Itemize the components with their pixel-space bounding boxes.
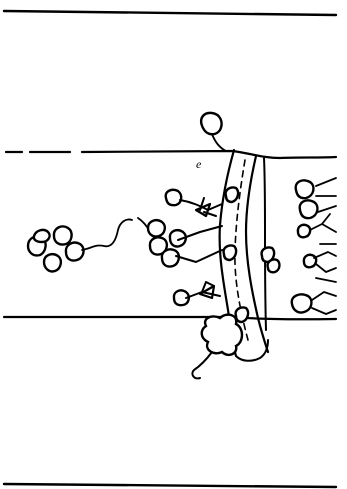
bottom-border-line xyxy=(4,484,336,487)
left-cell-cluster xyxy=(28,226,84,271)
connecting-fiber xyxy=(82,218,150,250)
right-cell-clusters xyxy=(292,180,318,312)
top-cell-stalk xyxy=(212,134,226,151)
upper-boundary-line xyxy=(6,151,336,158)
bottom-cell-mass xyxy=(202,315,242,355)
right-small-cell xyxy=(268,259,280,272)
tube-cell-middle xyxy=(224,245,236,260)
middle-cell-group xyxy=(148,190,189,305)
bottom-cell-tail xyxy=(192,352,212,378)
top-border-line xyxy=(4,11,336,15)
tube-cell-upper xyxy=(226,187,238,202)
right-branching-processes xyxy=(310,178,336,314)
lower-boundary-line xyxy=(4,317,336,319)
top-cell xyxy=(201,113,221,134)
tube-cell-lower xyxy=(236,307,248,322)
triangle-process-lower xyxy=(200,286,214,298)
right-tube-edge xyxy=(264,158,266,330)
label-e: e xyxy=(196,157,202,171)
